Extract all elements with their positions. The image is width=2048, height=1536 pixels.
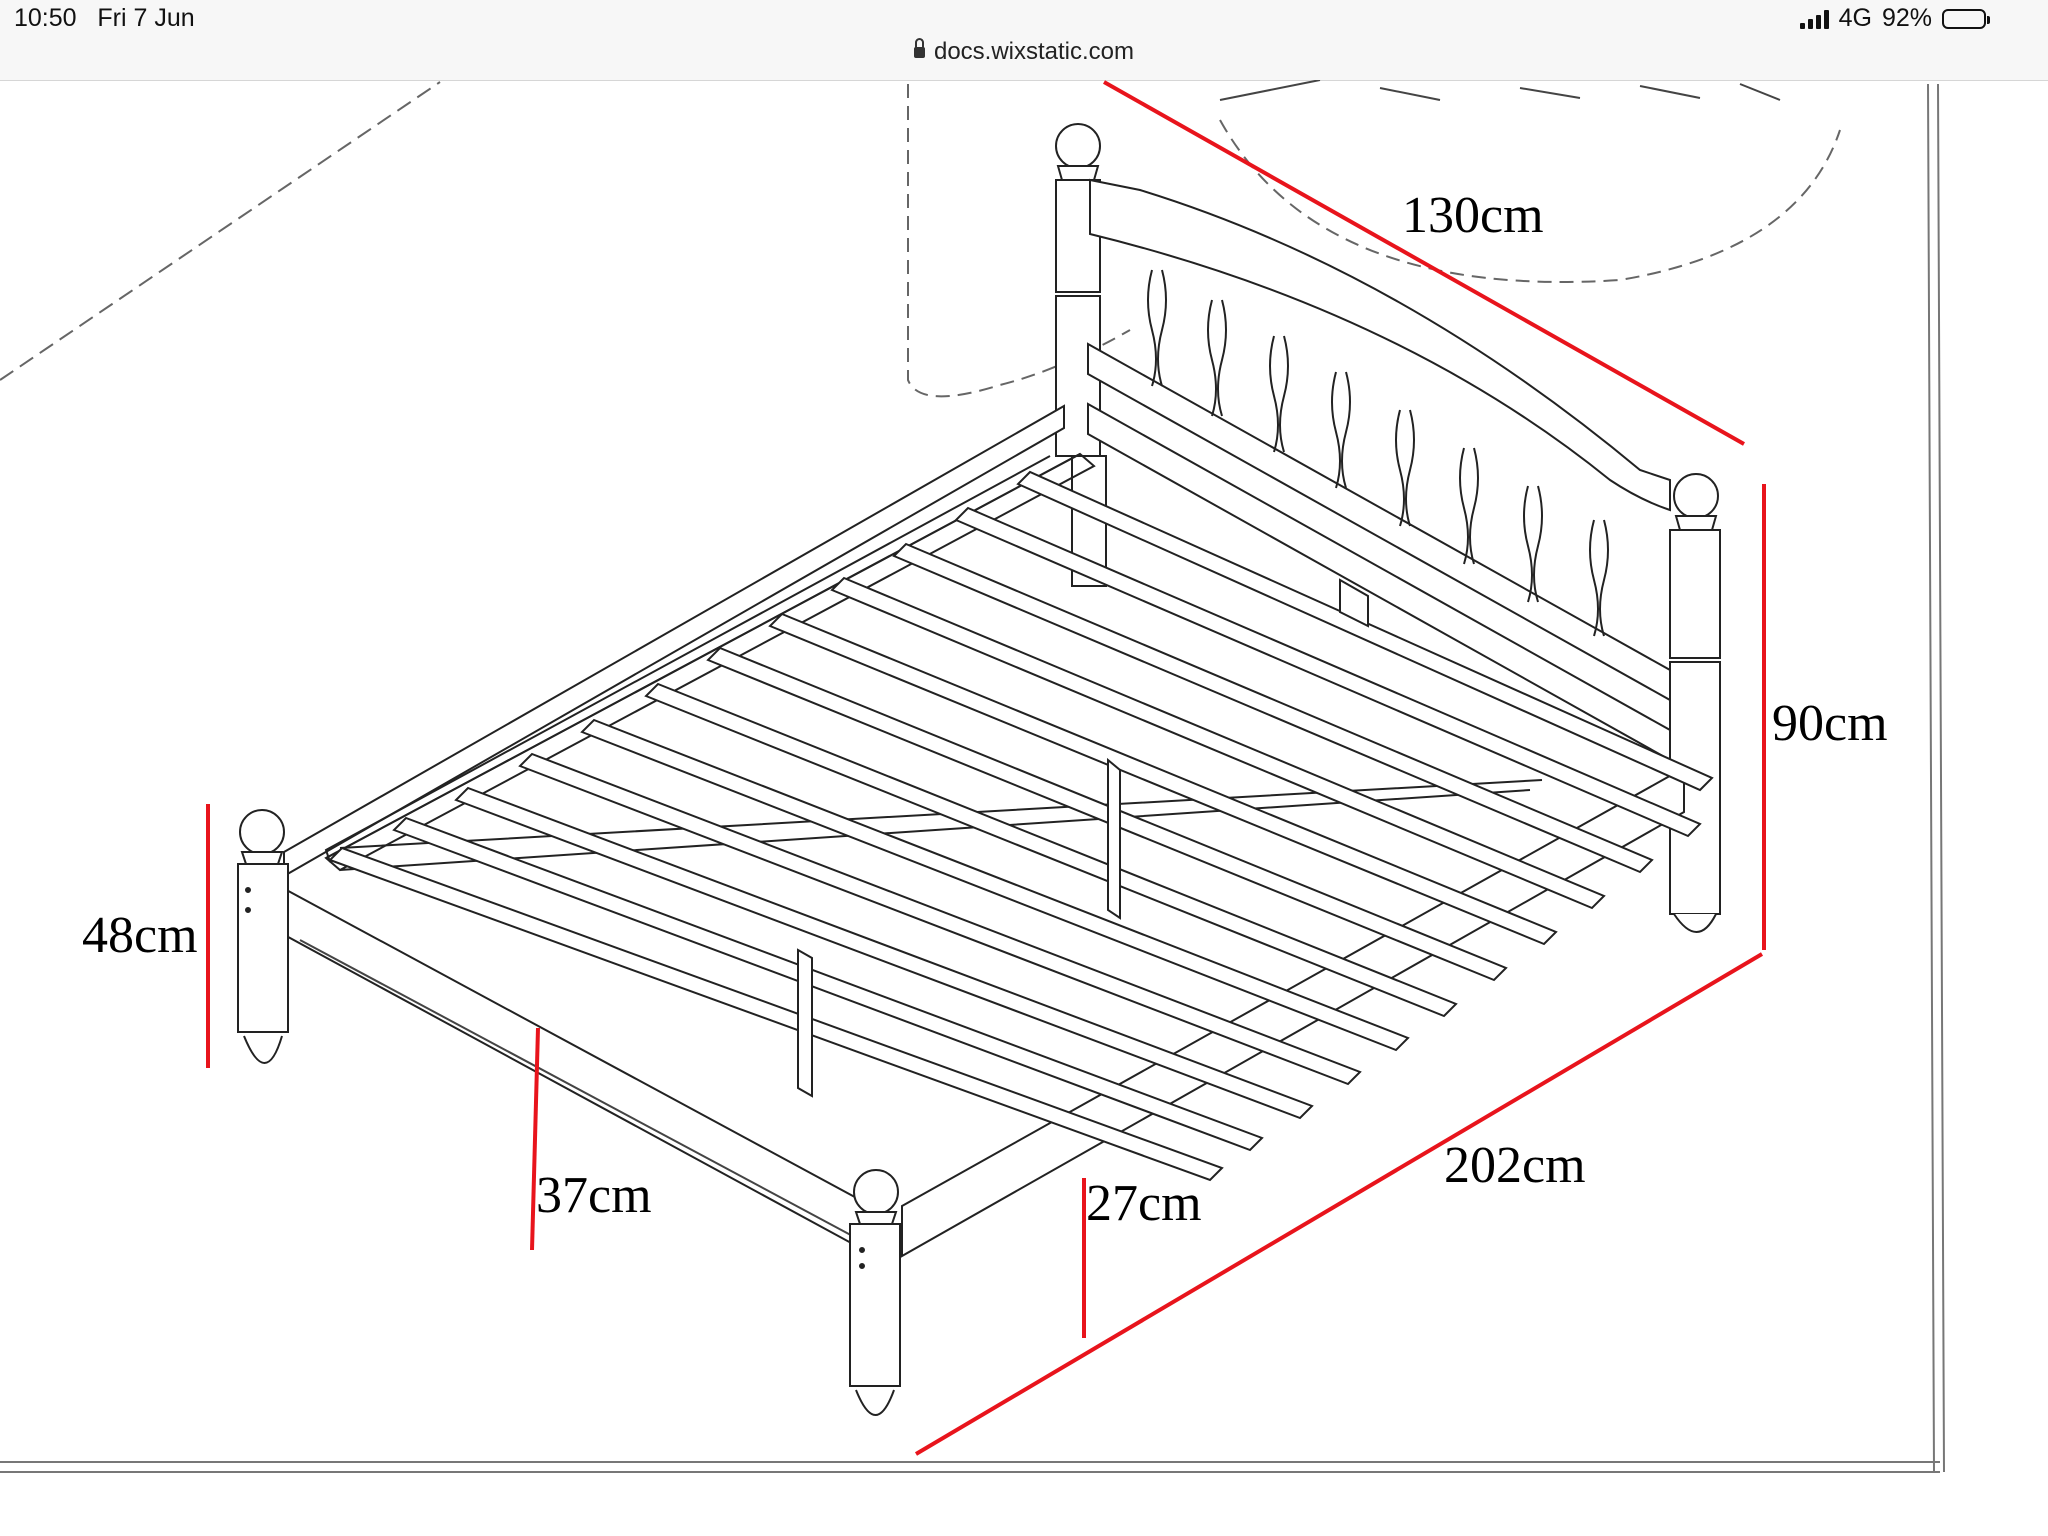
dim-line-130cm (1103, 80, 1745, 446)
center-support-leg (797, 757, 1121, 1098)
dim-label-headboard-height: 90cm (1772, 695, 1888, 752)
status-time: 10:50 (14, 4, 77, 32)
room-arc-dashed (1219, 119, 1841, 283)
bed-slats-long (328, 470, 1714, 1182)
network-type: 4G (1838, 4, 1872, 32)
bed-frame-drawing (0, 80, 1945, 1473)
headboard-spindles (1147, 269, 1609, 637)
dim-line-202cm (914, 952, 1764, 1456)
headboard-top-rail (1089, 178, 1671, 512)
dim-label-underbed-clearance: 37cm (536, 1167, 652, 1224)
footboard-right-post (849, 1169, 901, 1416)
dim-label-length: 202cm (1444, 1137, 1586, 1194)
headboard-right-post (1669, 473, 1721, 933)
dim-label-footboard-height: 48cm (82, 907, 198, 964)
status-time-date: 10:50 Fri 7 Jun (14, 4, 195, 33)
status-indicators: 4G 92% (1799, 4, 1990, 33)
room-dash-marks (1219, 80, 1781, 101)
document-view[interactable]: 130cm 90cm 48cm 37cm 27cm 202cm (0, 80, 2048, 1536)
status-bar: 10:50 Fri 7 Jun 4G 92% docs.wixstatic.co… (0, 0, 2048, 81)
room-outline-dashed (0, 81, 441, 381)
dim-label-headboard-width: 130cm (1402, 187, 1544, 244)
footboard-left-post (237, 809, 289, 1064)
dim-line-37cm (530, 1027, 540, 1251)
lock-icon (913, 38, 925, 58)
dimension-lines (206, 80, 1766, 1456)
center-bracket (1339, 578, 1369, 628)
page-border-bottom (0, 1461, 1940, 1473)
address-bar[interactable]: docs.wixstatic.com (0, 38, 2048, 66)
battery-percent: 92% (1881, 4, 1932, 32)
headboard-lower-rail (1087, 342, 1671, 702)
status-date: Fri 7 Jun (97, 4, 195, 32)
dim-label-rail-height: 27cm (1086, 1175, 1202, 1232)
page-border-right (1927, 83, 1945, 1473)
cellular-signal-icon (1799, 9, 1829, 29)
battery-icon (1942, 8, 1990, 29)
url-text[interactable]: docs.wixstatic.com (933, 38, 1135, 65)
